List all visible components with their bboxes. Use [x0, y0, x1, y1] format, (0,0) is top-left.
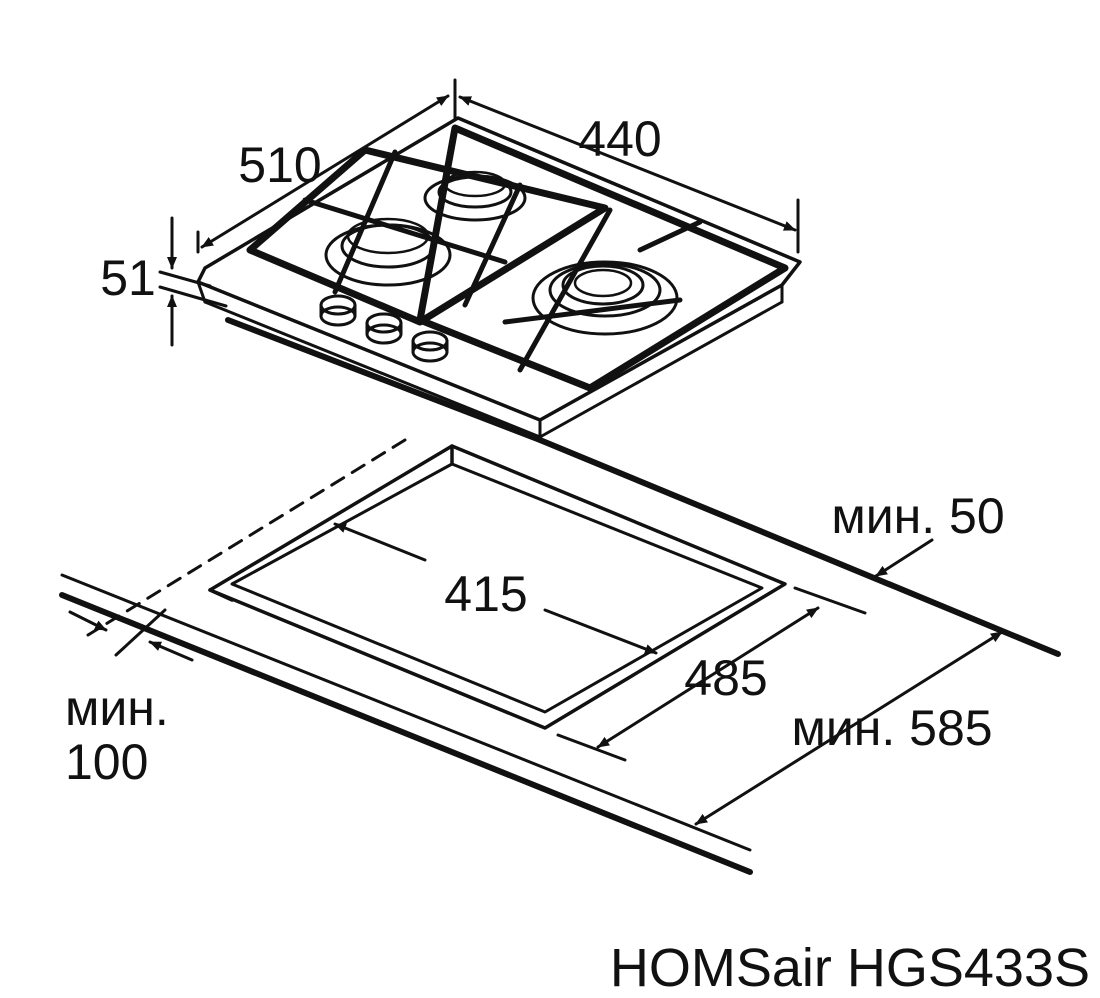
dimension-height-51	[158, 216, 228, 347]
cutout	[208, 444, 787, 730]
hob-front-face	[196, 280, 784, 443]
countertop	[59, 437, 1061, 875]
label-min-front-line1: мин.	[65, 680, 169, 736]
label-cutout-depth: 485	[684, 650, 767, 706]
label-depth: 510	[238, 137, 321, 193]
label-width: 440	[578, 111, 661, 167]
control-knob-2	[365, 312, 403, 345]
dimension-min-585	[694, 630, 1004, 826]
dimension-min-50	[874, 538, 934, 578]
label-min-counter: мин. 585	[791, 700, 992, 756]
dimension-min-100	[68, 608, 194, 662]
dimension-width-440	[453, 78, 800, 254]
label-min-front-line2: 100	[65, 734, 148, 790]
control-knob-1	[319, 294, 357, 327]
burner-right-large	[531, 260, 679, 336]
control-knob-3	[411, 330, 449, 363]
label-min-back: мин. 50	[831, 488, 1004, 544]
pan-support-right	[416, 124, 789, 392]
model-name: HOMSair HGS433S	[610, 938, 1090, 998]
label-height: 51	[100, 250, 156, 306]
burner-front-medium	[324, 217, 452, 287]
dimension-depth-510	[196, 94, 450, 254]
label-cutout-width: 415	[444, 566, 527, 622]
